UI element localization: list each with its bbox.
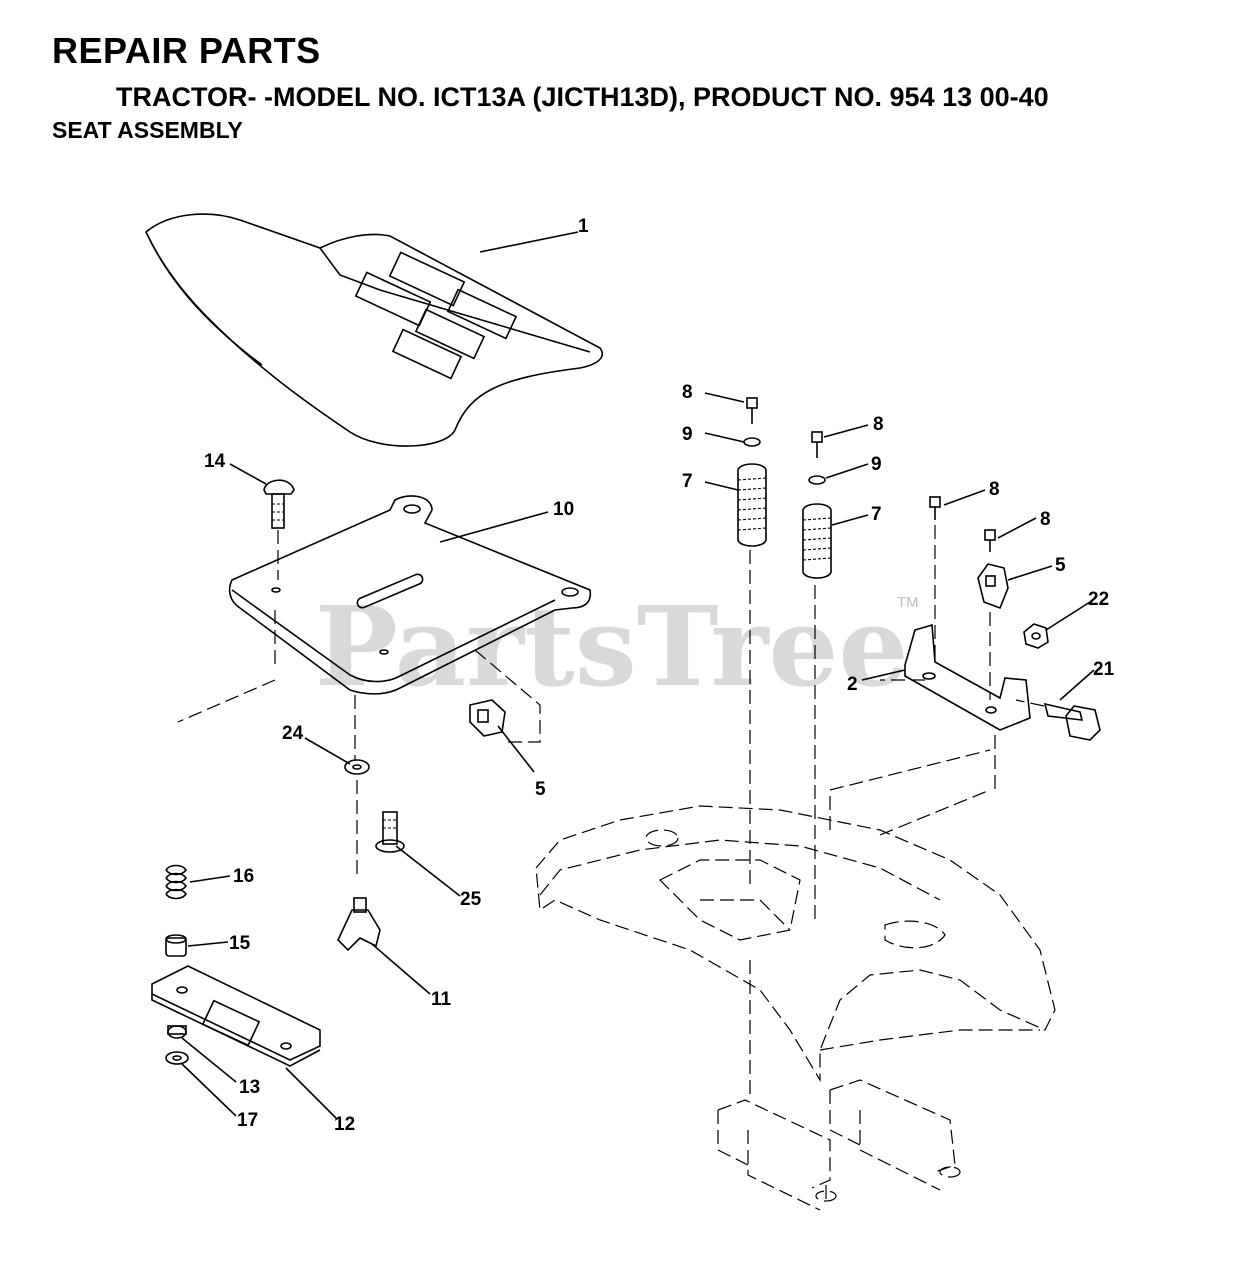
callout-21: 21 (1093, 659, 1115, 680)
callout-16: 16 (233, 866, 254, 887)
seat-knob (337, 897, 381, 952)
watermark-text: PartsTree (315, 582, 909, 711)
switch-bracket (880, 496, 1031, 790)
callout-15: 15 (229, 933, 251, 954)
callout-2: 2 (847, 674, 858, 695)
nut-22 (1023, 623, 1049, 649)
callout-7: 7 (871, 504, 882, 525)
callout-9: 9 (682, 424, 693, 445)
bolt-21 (1015, 699, 1101, 741)
callout-12: 12 (334, 1114, 355, 1135)
page-title: REPAIR PARTS (52, 30, 321, 71)
callout-8: 8 (989, 479, 1000, 500)
seat-pan (177, 495, 592, 723)
seat-switch-right (977, 563, 1009, 610)
callout-5: 5 (535, 779, 546, 800)
carriage-bolt (263, 479, 295, 580)
seat-slide-bracket (151, 965, 321, 1067)
callout-5: 5 (1055, 555, 1066, 576)
callout-24: 24 (282, 723, 304, 744)
washer-17 (165, 1051, 189, 1065)
callout-8: 8 (682, 382, 693, 403)
callout-13: 13 (239, 1077, 260, 1098)
spring-assembly-right (802, 431, 832, 925)
callout-22: 22 (1088, 589, 1109, 610)
bushing-15 (165, 934, 187, 957)
callout-10: 10 (553, 499, 574, 520)
callout-1: 1 (578, 216, 589, 237)
callout-8: 8 (873, 414, 884, 435)
callout-8: 8 (1040, 509, 1051, 530)
spring-assembly-left (737, 397, 767, 1095)
bolt-8-right (984, 529, 996, 700)
frame-mounts (717, 1079, 961, 1211)
watermark-trademark: TM (897, 594, 919, 611)
section-title: SEAT ASSEMBLY (52, 117, 243, 143)
callout-9: 9 (871, 454, 882, 475)
callout-7: 7 (682, 471, 693, 492)
model-line: TRACTOR- -MODEL NO. ICT13A (JICTH13D), P… (116, 82, 1049, 112)
callout-17: 17 (237, 1110, 258, 1131)
shoulder-bolt (375, 811, 405, 853)
nut-13 (167, 1025, 187, 1039)
leader-lines (181, 231, 1095, 1119)
tractor-fender (535, 749, 1056, 1083)
seat-cushion (145, 213, 604, 447)
callout-14: 14 (204, 451, 226, 472)
spring-16 (165, 864, 187, 900)
callout-25: 25 (460, 889, 482, 910)
washer-24 (344, 695, 370, 880)
callout-11: 11 (431, 989, 452, 1010)
